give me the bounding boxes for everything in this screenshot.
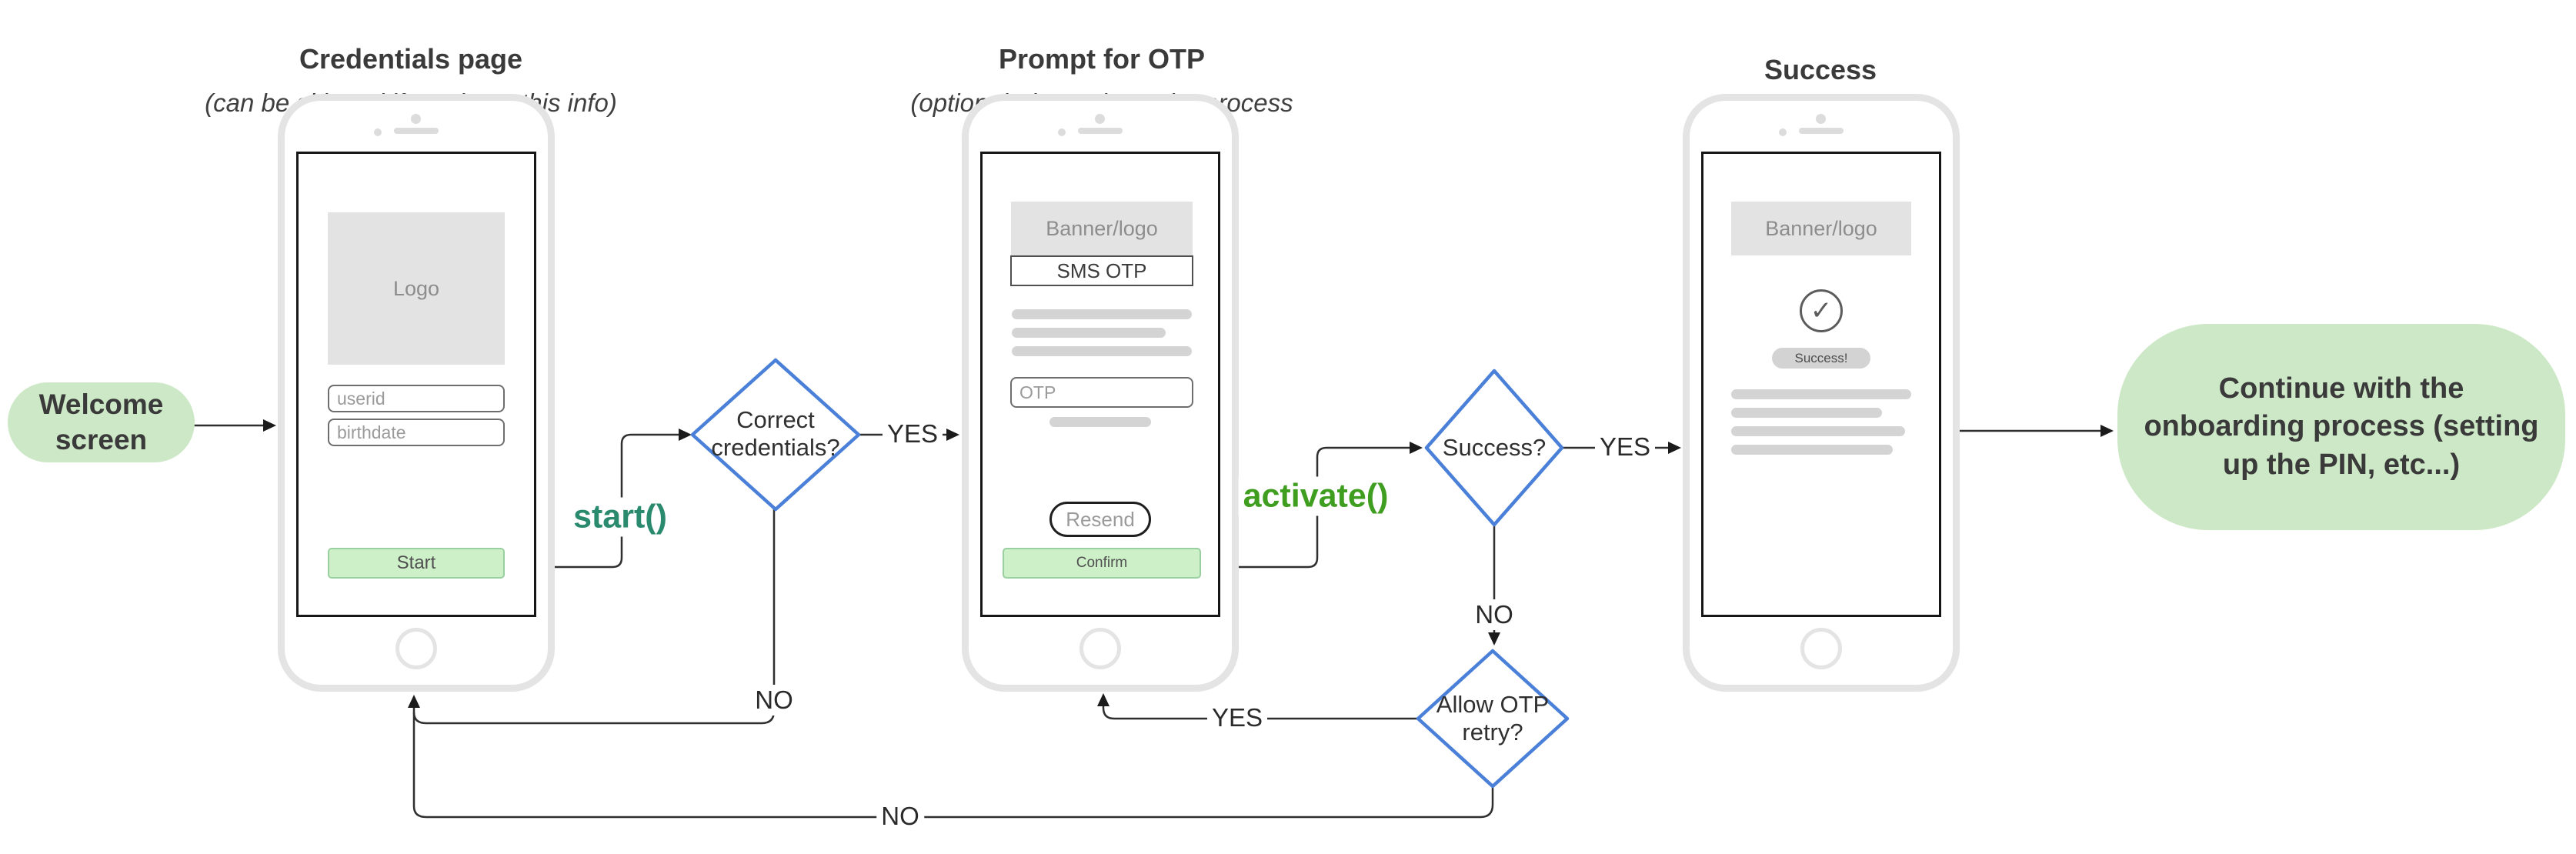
start-api-call-label: start() [569,497,672,537]
speaker-icon [1799,128,1844,134]
continue-onboarding-node: Continue with the onboarding process (se… [2117,324,2565,530]
phone-mockup-otp: Banner/logo SMS OTP Resend Confirm [962,94,1239,692]
text-placeholder-bar [1731,389,1911,399]
birthdate-input[interactable] [328,419,505,446]
text-placeholder-bar [1012,309,1192,319]
edge-label-d1-no: NO [750,685,798,716]
column-header-success: Success [1551,52,2090,88]
sensor-icon [374,128,382,136]
column-title: Success [1763,54,1877,85]
userid-input[interactable] [328,385,505,412]
otp-input[interactable] [1010,377,1193,408]
home-button[interactable] [1800,628,1842,669]
phone-mockup-success: Banner/logo ✓ Success! [1683,94,1960,692]
start-button[interactable]: Start [328,548,505,579]
phone-mockup-credentials: Logo Start [278,94,555,692]
decision-label-correct-credentials: Correct credentials? [711,406,840,461]
logo-placeholder: Logo [328,212,505,365]
edge-label-d3-yes: YES [1206,702,1268,733]
camera-icon [1095,114,1105,124]
edge-label-d2-yes: YES [1594,432,1656,462]
home-button[interactable] [395,628,437,669]
camera-icon [411,114,421,124]
home-button[interactable] [1079,628,1121,669]
otp-screen: Banner/logo SMS OTP Resend Confirm [980,152,1220,617]
checkmark-icon: ✓ [1810,296,1833,325]
text-placeholder-bar [1731,445,1893,455]
column-title: Prompt for OTP [999,43,1205,75]
success-screen: Banner/logo ✓ Success! [1701,152,1941,617]
decision-label-allow-otp-retry: Allow OTP retry? [1436,691,1550,746]
credentials-screen: Logo Start [296,152,536,617]
camera-icon [1816,114,1826,124]
check-circle-icon: ✓ [1800,289,1843,332]
column-title: Credentials page [299,43,523,75]
resend-button[interactable]: Resend [1049,502,1151,537]
edge-d3-no-loop [408,695,1494,819]
banner-logo-placeholder: Banner/logo [1731,202,1911,255]
decision-label-success: Success? [1442,434,1547,461]
banner-logo-placeholder: Banner/logo [1011,202,1193,255]
text-placeholder-bar [1012,346,1192,356]
confirm-button[interactable]: Confirm [1003,548,1201,579]
sms-otp-header: SMS OTP [1010,255,1193,286]
edge-label-d2-no: NO [1470,599,1518,630]
activate-api-call-label: activate() [1238,476,1393,516]
edge-label-d1-yes: YES [882,419,943,449]
edge-label-d3-no: NO [876,801,924,832]
text-placeholder-bar [1731,408,1882,418]
sensor-icon [1058,128,1066,136]
text-placeholder-bar [1731,426,1905,436]
text-placeholder-bar [1012,328,1166,338]
speaker-icon [394,128,439,134]
speaker-icon [1078,128,1123,134]
welcome-screen-node: Welcome screen [8,382,195,462]
text-placeholder-bar [1049,417,1151,427]
success-badge: Success! [1772,348,1870,369]
sensor-icon [1779,128,1787,136]
